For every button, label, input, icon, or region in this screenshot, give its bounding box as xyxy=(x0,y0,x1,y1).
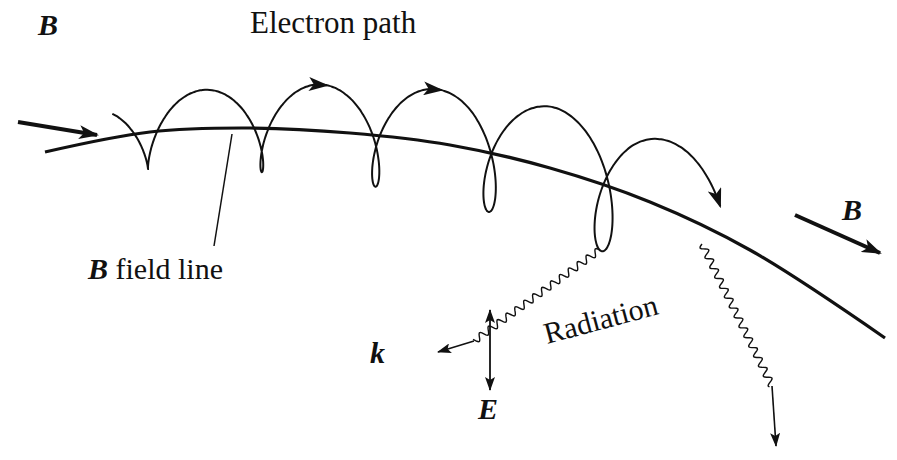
wave-vector-arrow xyxy=(438,341,474,352)
field-line-label: B field line xyxy=(88,252,223,285)
wave-vector-label: k xyxy=(370,336,385,369)
field-line xyxy=(45,128,885,338)
leader-line xyxy=(214,134,232,246)
field-vector-arrow xyxy=(489,310,491,390)
electron-path xyxy=(112,84,720,251)
field-symbol: B xyxy=(38,8,58,41)
wave-vector-arrow xyxy=(772,386,776,446)
field-arrow xyxy=(795,215,880,253)
field-arrow xyxy=(18,122,97,135)
field-vector-label: E xyxy=(478,392,498,425)
radiation-wave xyxy=(700,244,772,387)
radiation-label: Radiation xyxy=(540,288,661,350)
direction-arrow xyxy=(316,84,326,87)
title-label: Electron path xyxy=(250,6,416,40)
illustration-layer xyxy=(18,84,885,446)
direction-arrow xyxy=(430,89,441,90)
field-symbol: B xyxy=(842,193,862,226)
